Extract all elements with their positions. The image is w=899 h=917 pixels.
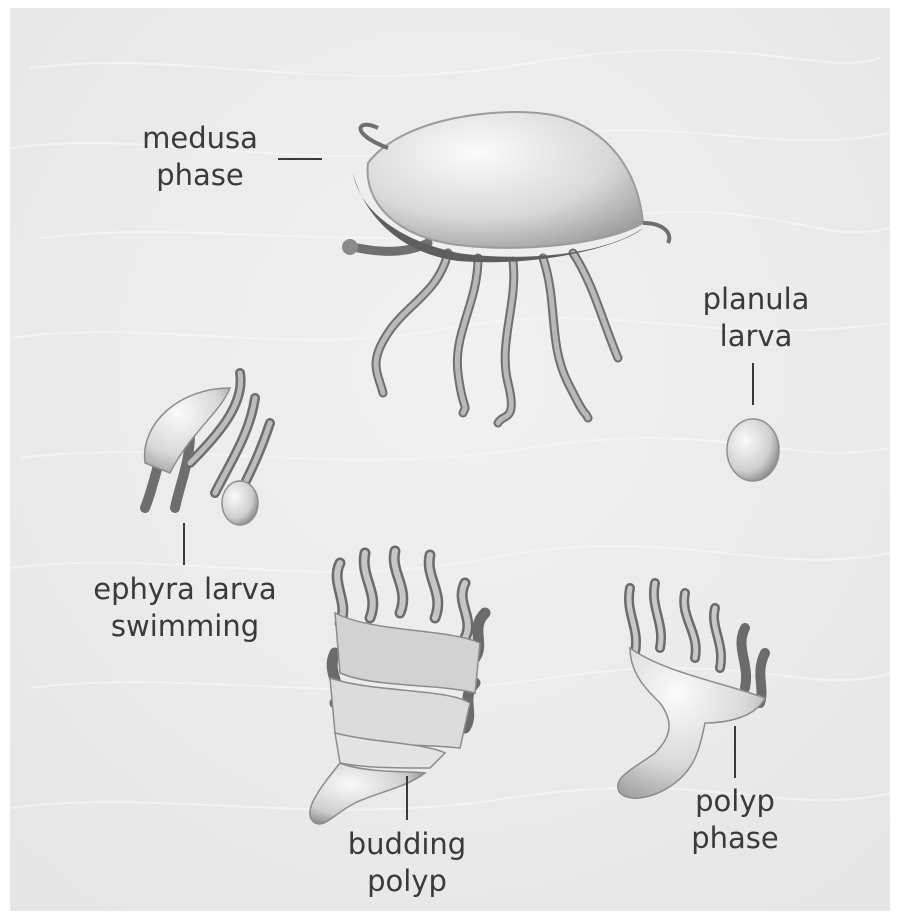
budding-polyp-illustration (295, 543, 510, 833)
planula-illustration (722, 413, 786, 487)
budding-leader-line (406, 776, 408, 820)
polyp-illustration (605, 573, 780, 808)
planula-leader-line (752, 363, 754, 405)
ephyra-illustration (130, 363, 290, 523)
diagram-canvas: medusa phase planula larva ephyra larva … (10, 8, 890, 911)
medusa-illustration (328, 103, 688, 433)
ephyra-larva-label: ephyra larva swimming (80, 571, 290, 645)
medusa-phase-label: medusa phase (130, 120, 270, 194)
ephyra-leader-line (183, 523, 185, 565)
medusa-leader-line (278, 158, 322, 160)
planula-larva-label: planula larva (686, 281, 826, 355)
budding-polyp-label: budding polyp (337, 826, 477, 900)
polyp-leader-line (734, 726, 736, 778)
polyp-phase-label: polyp phase (665, 783, 805, 857)
